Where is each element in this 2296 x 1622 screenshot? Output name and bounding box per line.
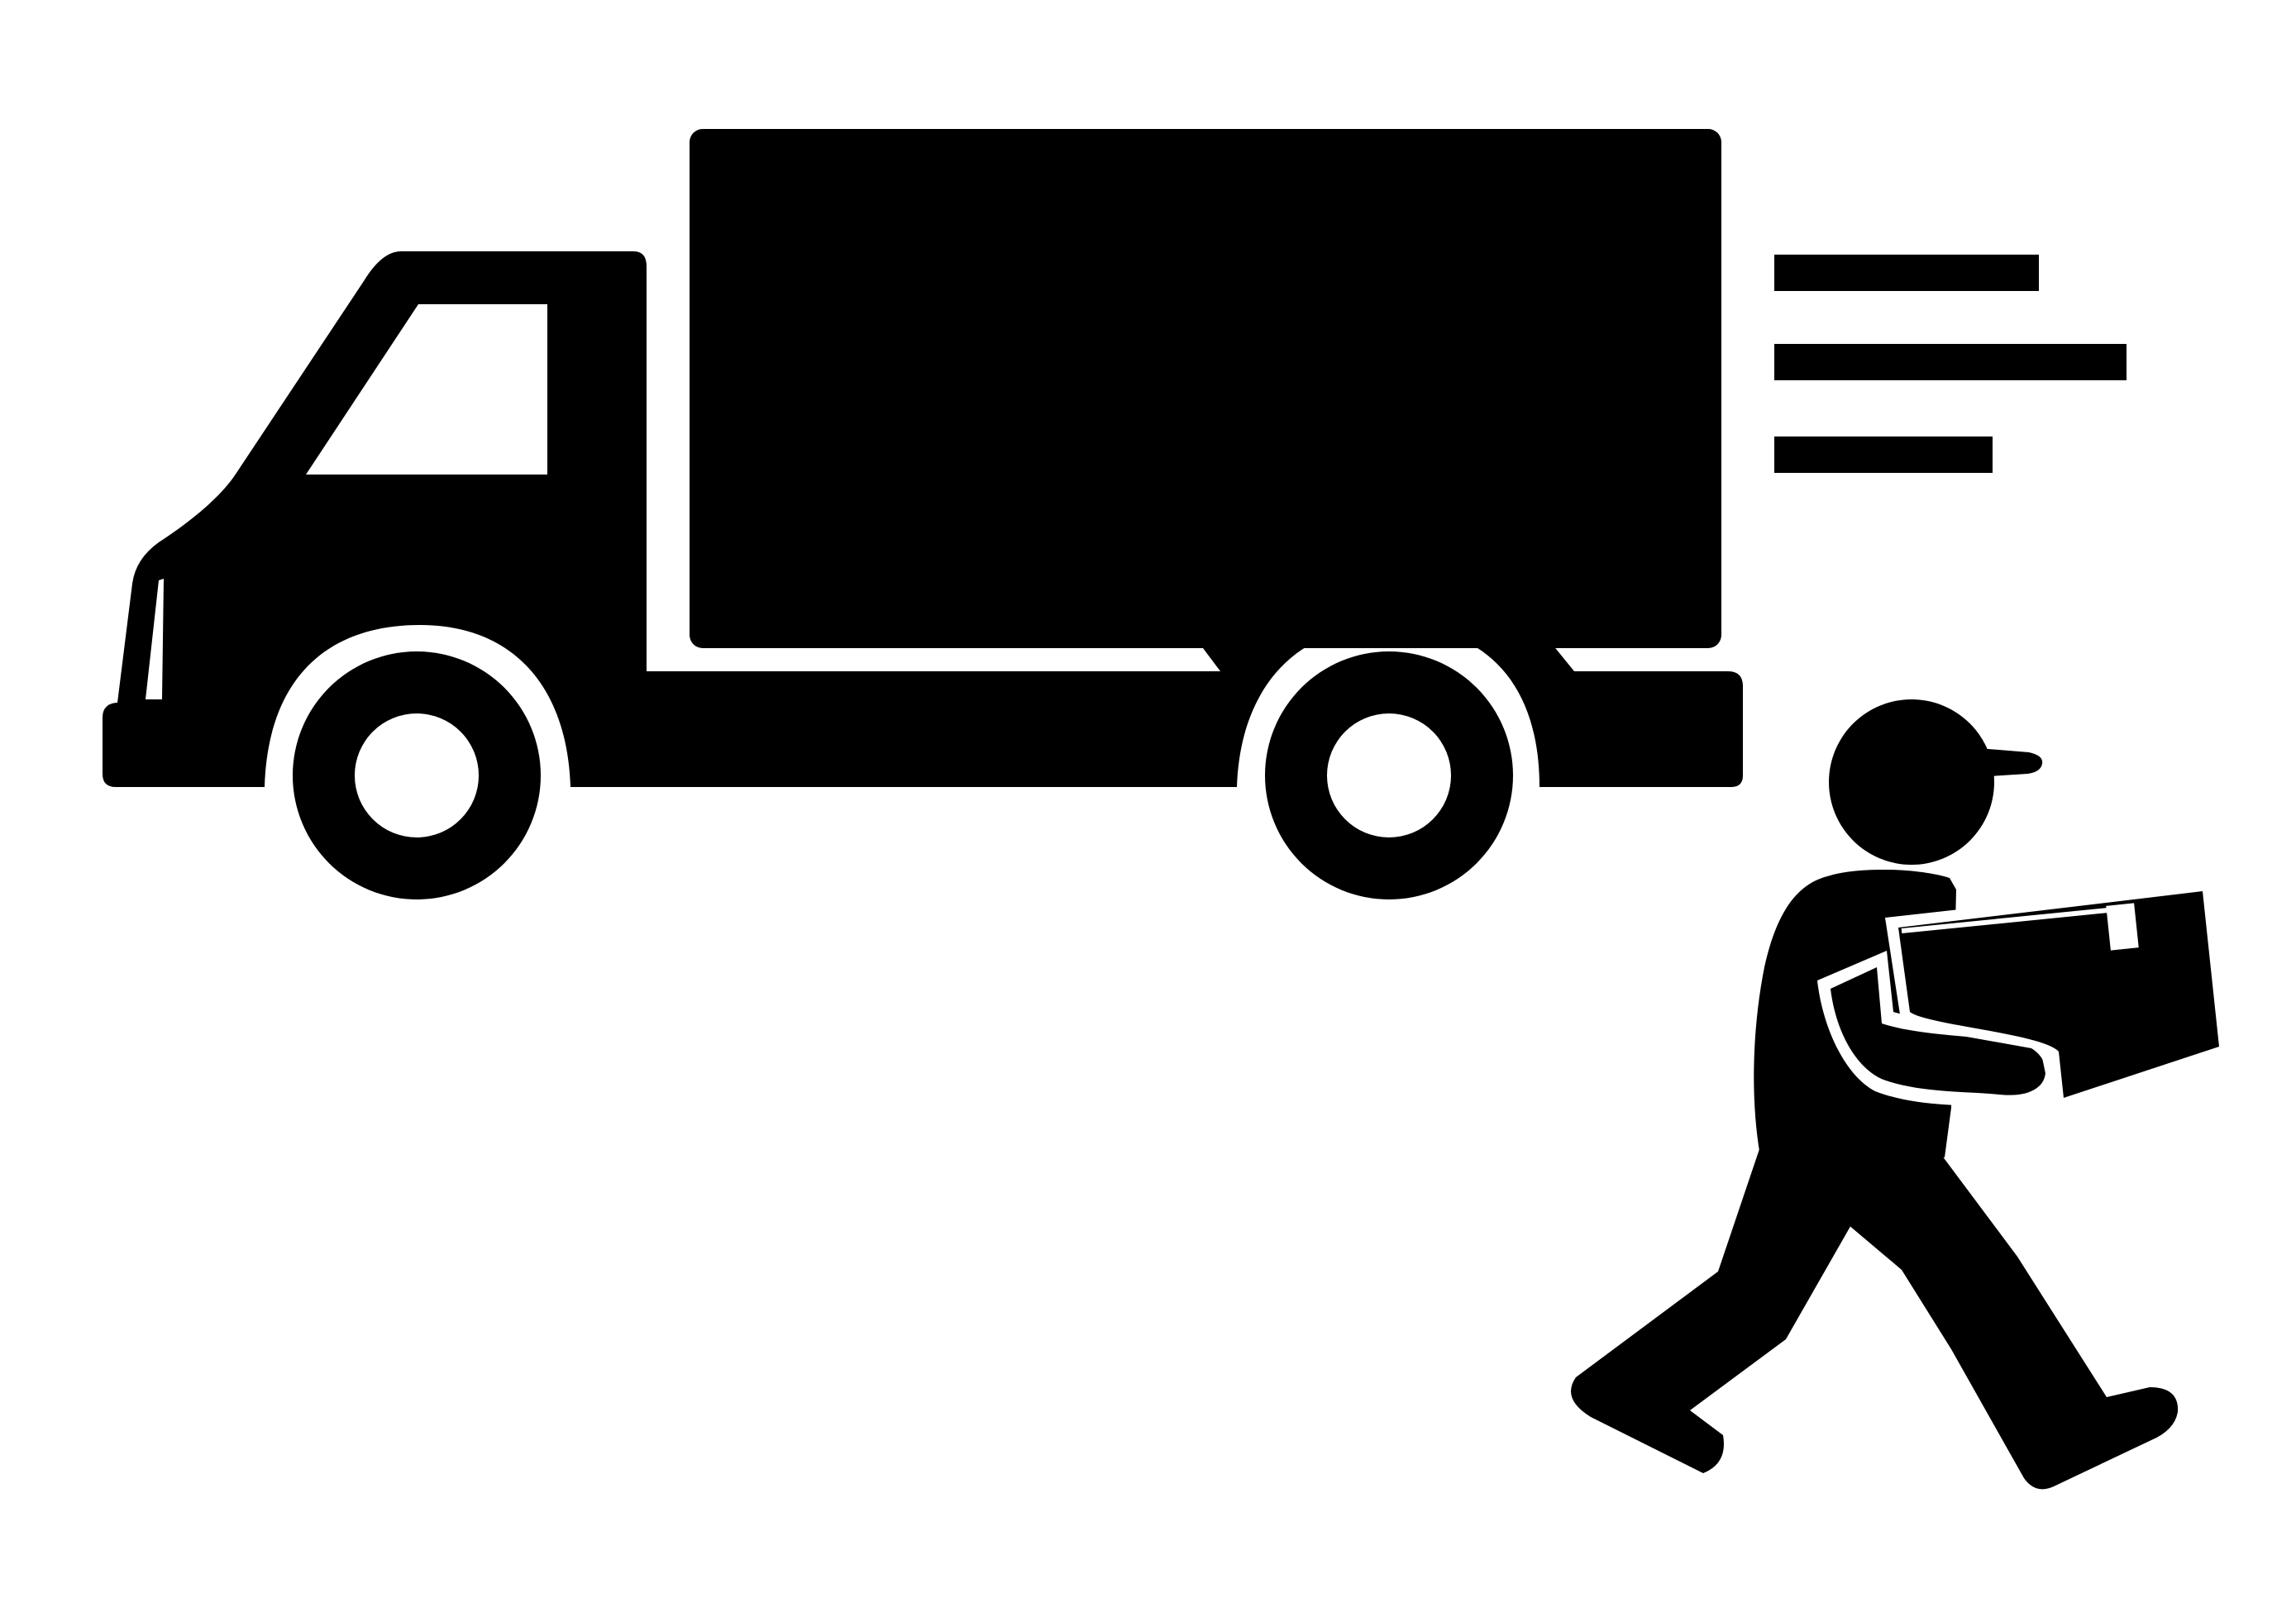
delivery-truck-icon [103,129,1743,899]
speed-line-middle [1774,344,2127,380]
truck-headlight [146,579,164,699]
person-leg-front [1802,1152,2179,1490]
parcel-box [1898,891,2219,1098]
person-arm [1831,967,2045,1095]
speed-lines-icon [1774,255,2127,473]
truck-wheel-rear [1265,651,1513,899]
person-head [1829,699,2043,865]
speed-line-top [1774,255,2039,291]
parcel-label [2106,903,2139,951]
delivery-person-icon [1571,699,2232,1490]
person-leg-back [1571,1149,1852,1473]
truck-wheel-front [293,651,541,899]
truck-cab [103,251,1743,787]
cap-brim [1968,747,2043,777]
truck-cargo-box [690,129,1721,648]
parcel-box-icon [1885,881,2232,1113]
speed-line-bottom [1774,437,1993,473]
parcel-box-edge [1901,907,2117,933]
